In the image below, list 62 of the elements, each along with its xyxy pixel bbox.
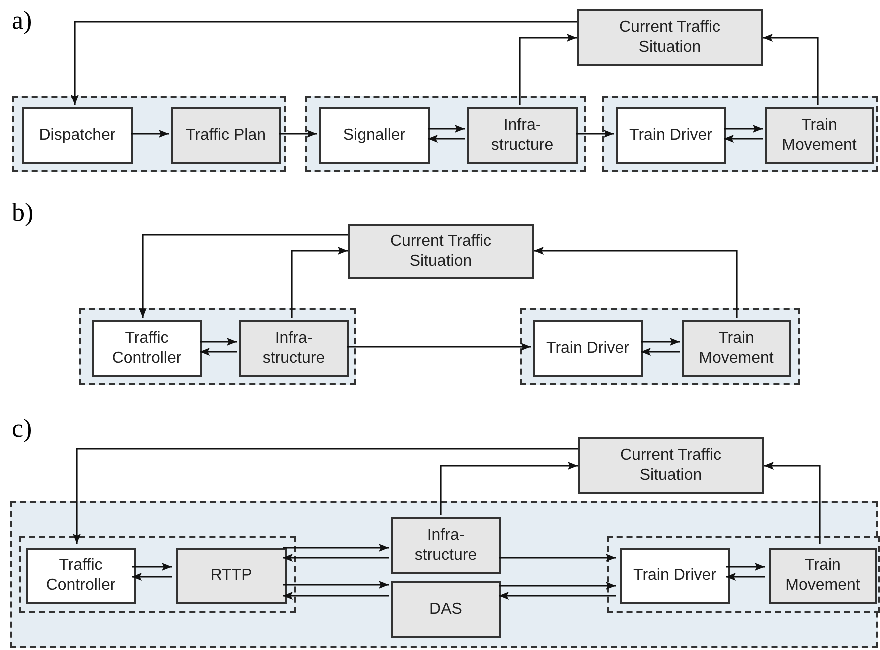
process-box: Signaller <box>319 107 430 164</box>
arrow <box>200 338 237 346</box>
arrow <box>283 581 389 589</box>
arrow <box>200 348 237 356</box>
panel-label: a) <box>12 8 32 34</box>
process-box: Train Driver <box>533 320 643 377</box>
process-box: Traffic Plan <box>171 107 281 164</box>
arrow <box>724 135 763 143</box>
arrow <box>131 130 169 138</box>
dashed-group-box <box>12 96 286 172</box>
arrow <box>71 21 577 105</box>
process-box: Train Driver <box>620 548 730 604</box>
process-box: Current Traffic Situation <box>578 437 764 494</box>
arrow <box>283 544 389 552</box>
dashed-group-box <box>520 308 800 385</box>
process-box: Traffic Controller <box>26 548 136 604</box>
arrow <box>132 573 172 581</box>
process-box: Train Movement <box>682 320 791 377</box>
dashed-group-box <box>602 96 878 172</box>
arrow <box>283 592 389 600</box>
process-box: Traffic Controller <box>92 320 202 377</box>
arrow <box>428 135 465 143</box>
process-box: Dispatcher <box>22 107 133 164</box>
arrow <box>499 592 616 600</box>
arrow <box>499 582 616 590</box>
arrow <box>576 130 614 138</box>
arrow <box>139 234 348 318</box>
dashed-group-box <box>10 501 878 648</box>
arrow <box>726 563 765 571</box>
arrow <box>519 34 577 105</box>
process-box: DAS <box>391 581 501 638</box>
arrow <box>132 563 172 571</box>
process-box: Train Movement <box>765 107 874 164</box>
dashed-group-box <box>19 536 296 613</box>
arrow <box>641 348 680 356</box>
panel-label: c) <box>12 416 32 442</box>
process-box: Train Movement <box>769 548 877 604</box>
dashed-group-box <box>305 96 586 172</box>
process-box: Current Traffic Situation <box>577 9 763 66</box>
arrow <box>764 462 821 544</box>
arrow <box>291 247 348 318</box>
arrow <box>534 247 738 318</box>
arrow <box>641 338 680 346</box>
arrow <box>726 573 765 581</box>
process-box: Infra- structure <box>467 107 578 164</box>
arrow <box>763 34 819 105</box>
process-box: Train Driver <box>616 107 726 164</box>
dashed-group-box <box>79 308 356 385</box>
process-box: Infra- structure <box>239 320 349 377</box>
process-box: RTTP <box>176 548 287 604</box>
arrow <box>347 343 531 351</box>
arrow <box>283 554 389 562</box>
arrow <box>499 554 616 562</box>
arrow <box>724 125 763 133</box>
process-box: Infra- structure <box>391 517 501 574</box>
arrow <box>428 125 465 133</box>
panel-label: b) <box>12 200 34 226</box>
arrow <box>279 130 317 138</box>
arrow <box>440 462 578 515</box>
arrow <box>73 448 578 544</box>
dashed-group-box <box>607 536 880 613</box>
process-box: Current Traffic Situation <box>348 224 534 279</box>
